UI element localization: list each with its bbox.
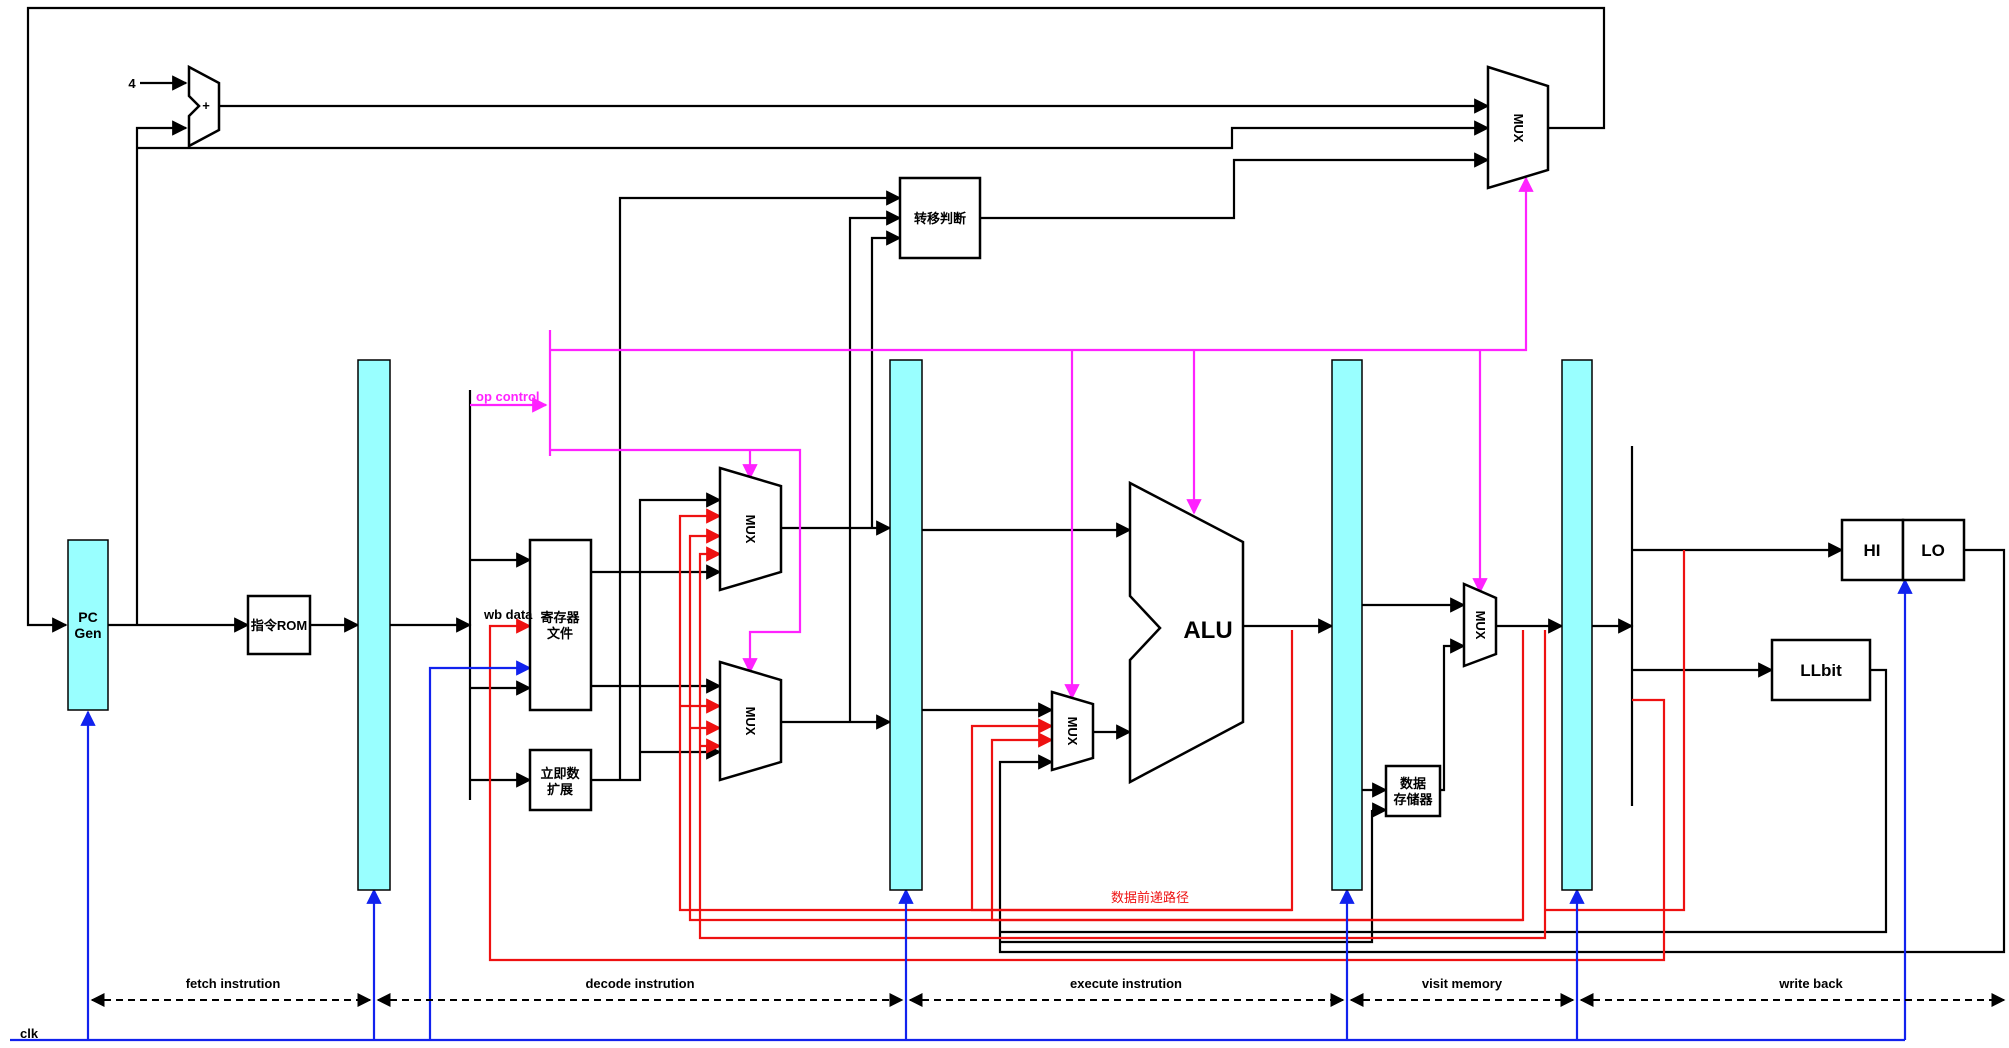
mux-operand-a-label: MUX xyxy=(743,515,758,544)
stage-decode-label: decode instrution xyxy=(585,976,694,991)
stage-writeback-label: write back xyxy=(1778,976,1843,991)
const-four-label: 4 xyxy=(128,76,136,91)
llbit-register xyxy=(1770,638,1872,702)
control-signals xyxy=(470,176,1534,700)
data-memory xyxy=(1384,764,1442,818)
adder-label: + xyxy=(202,98,210,113)
mux-operand-b-label: MUX xyxy=(743,707,758,736)
ex-mem-register xyxy=(1331,359,1363,891)
register-file-label-1: 寄存器 xyxy=(540,610,580,625)
mux-pc xyxy=(1486,65,1550,190)
llbit-label: LLbit xyxy=(1800,661,1842,680)
mem-wb-register xyxy=(1561,359,1593,891)
mux-memory-label: MUX xyxy=(1473,611,1488,640)
stage-memory-label: visit memory xyxy=(1422,976,1503,991)
mux-operand-a xyxy=(718,466,783,592)
branch-judge-label: 转移判断 xyxy=(914,211,966,226)
pc-gen-label-2: Gen xyxy=(74,625,101,641)
op-control-label: op control xyxy=(476,389,540,404)
register-file xyxy=(528,538,593,712)
pc-gen-register xyxy=(67,539,109,711)
data-memory-label-2: 存储器 xyxy=(1393,792,1433,807)
alu-label: ALU xyxy=(1183,617,1232,644)
wb-data-label: wb data xyxy=(483,607,533,622)
lo-register xyxy=(1901,518,1966,582)
datapath-wires xyxy=(26,6,2006,954)
data-memory-label-1: 数据 xyxy=(1400,776,1426,791)
pc-adder xyxy=(187,64,221,149)
register-file-label-2: 文件 xyxy=(547,626,573,641)
branch-judge xyxy=(898,176,982,260)
pc-gen-label-1: PC xyxy=(78,609,97,625)
immediate-extend-label-2: 扩展 xyxy=(547,782,574,797)
instruction-rom xyxy=(246,594,312,656)
immediate-extend-label-1: 立即数 xyxy=(540,766,580,781)
immediate-extend xyxy=(528,748,593,812)
mux-pc-label: MUX xyxy=(1511,114,1526,143)
mux-alu-b xyxy=(1050,690,1095,772)
mux-operand-b xyxy=(718,660,783,782)
forwarding-path-label: 数据前递路径 xyxy=(1111,890,1189,905)
alu xyxy=(1128,480,1245,785)
stage-execute-label: execute instrution xyxy=(1070,976,1182,991)
lo-label: LO xyxy=(1921,541,1945,560)
forwarding-paths xyxy=(488,508,1686,962)
clock-lines xyxy=(10,578,1913,1042)
stage-fetch-label: fetch instrution xyxy=(186,976,281,991)
clk-label: clk xyxy=(20,1026,39,1041)
mux-memory xyxy=(1462,582,1498,668)
hi-label: HI xyxy=(1864,541,1881,560)
mux-alu-b-label: MUX xyxy=(1065,717,1080,746)
id-ex-register xyxy=(889,359,923,891)
hi-register xyxy=(1840,518,1905,582)
instruction-rom-label: 指令ROM xyxy=(251,618,307,633)
if-id-register xyxy=(357,359,391,891)
